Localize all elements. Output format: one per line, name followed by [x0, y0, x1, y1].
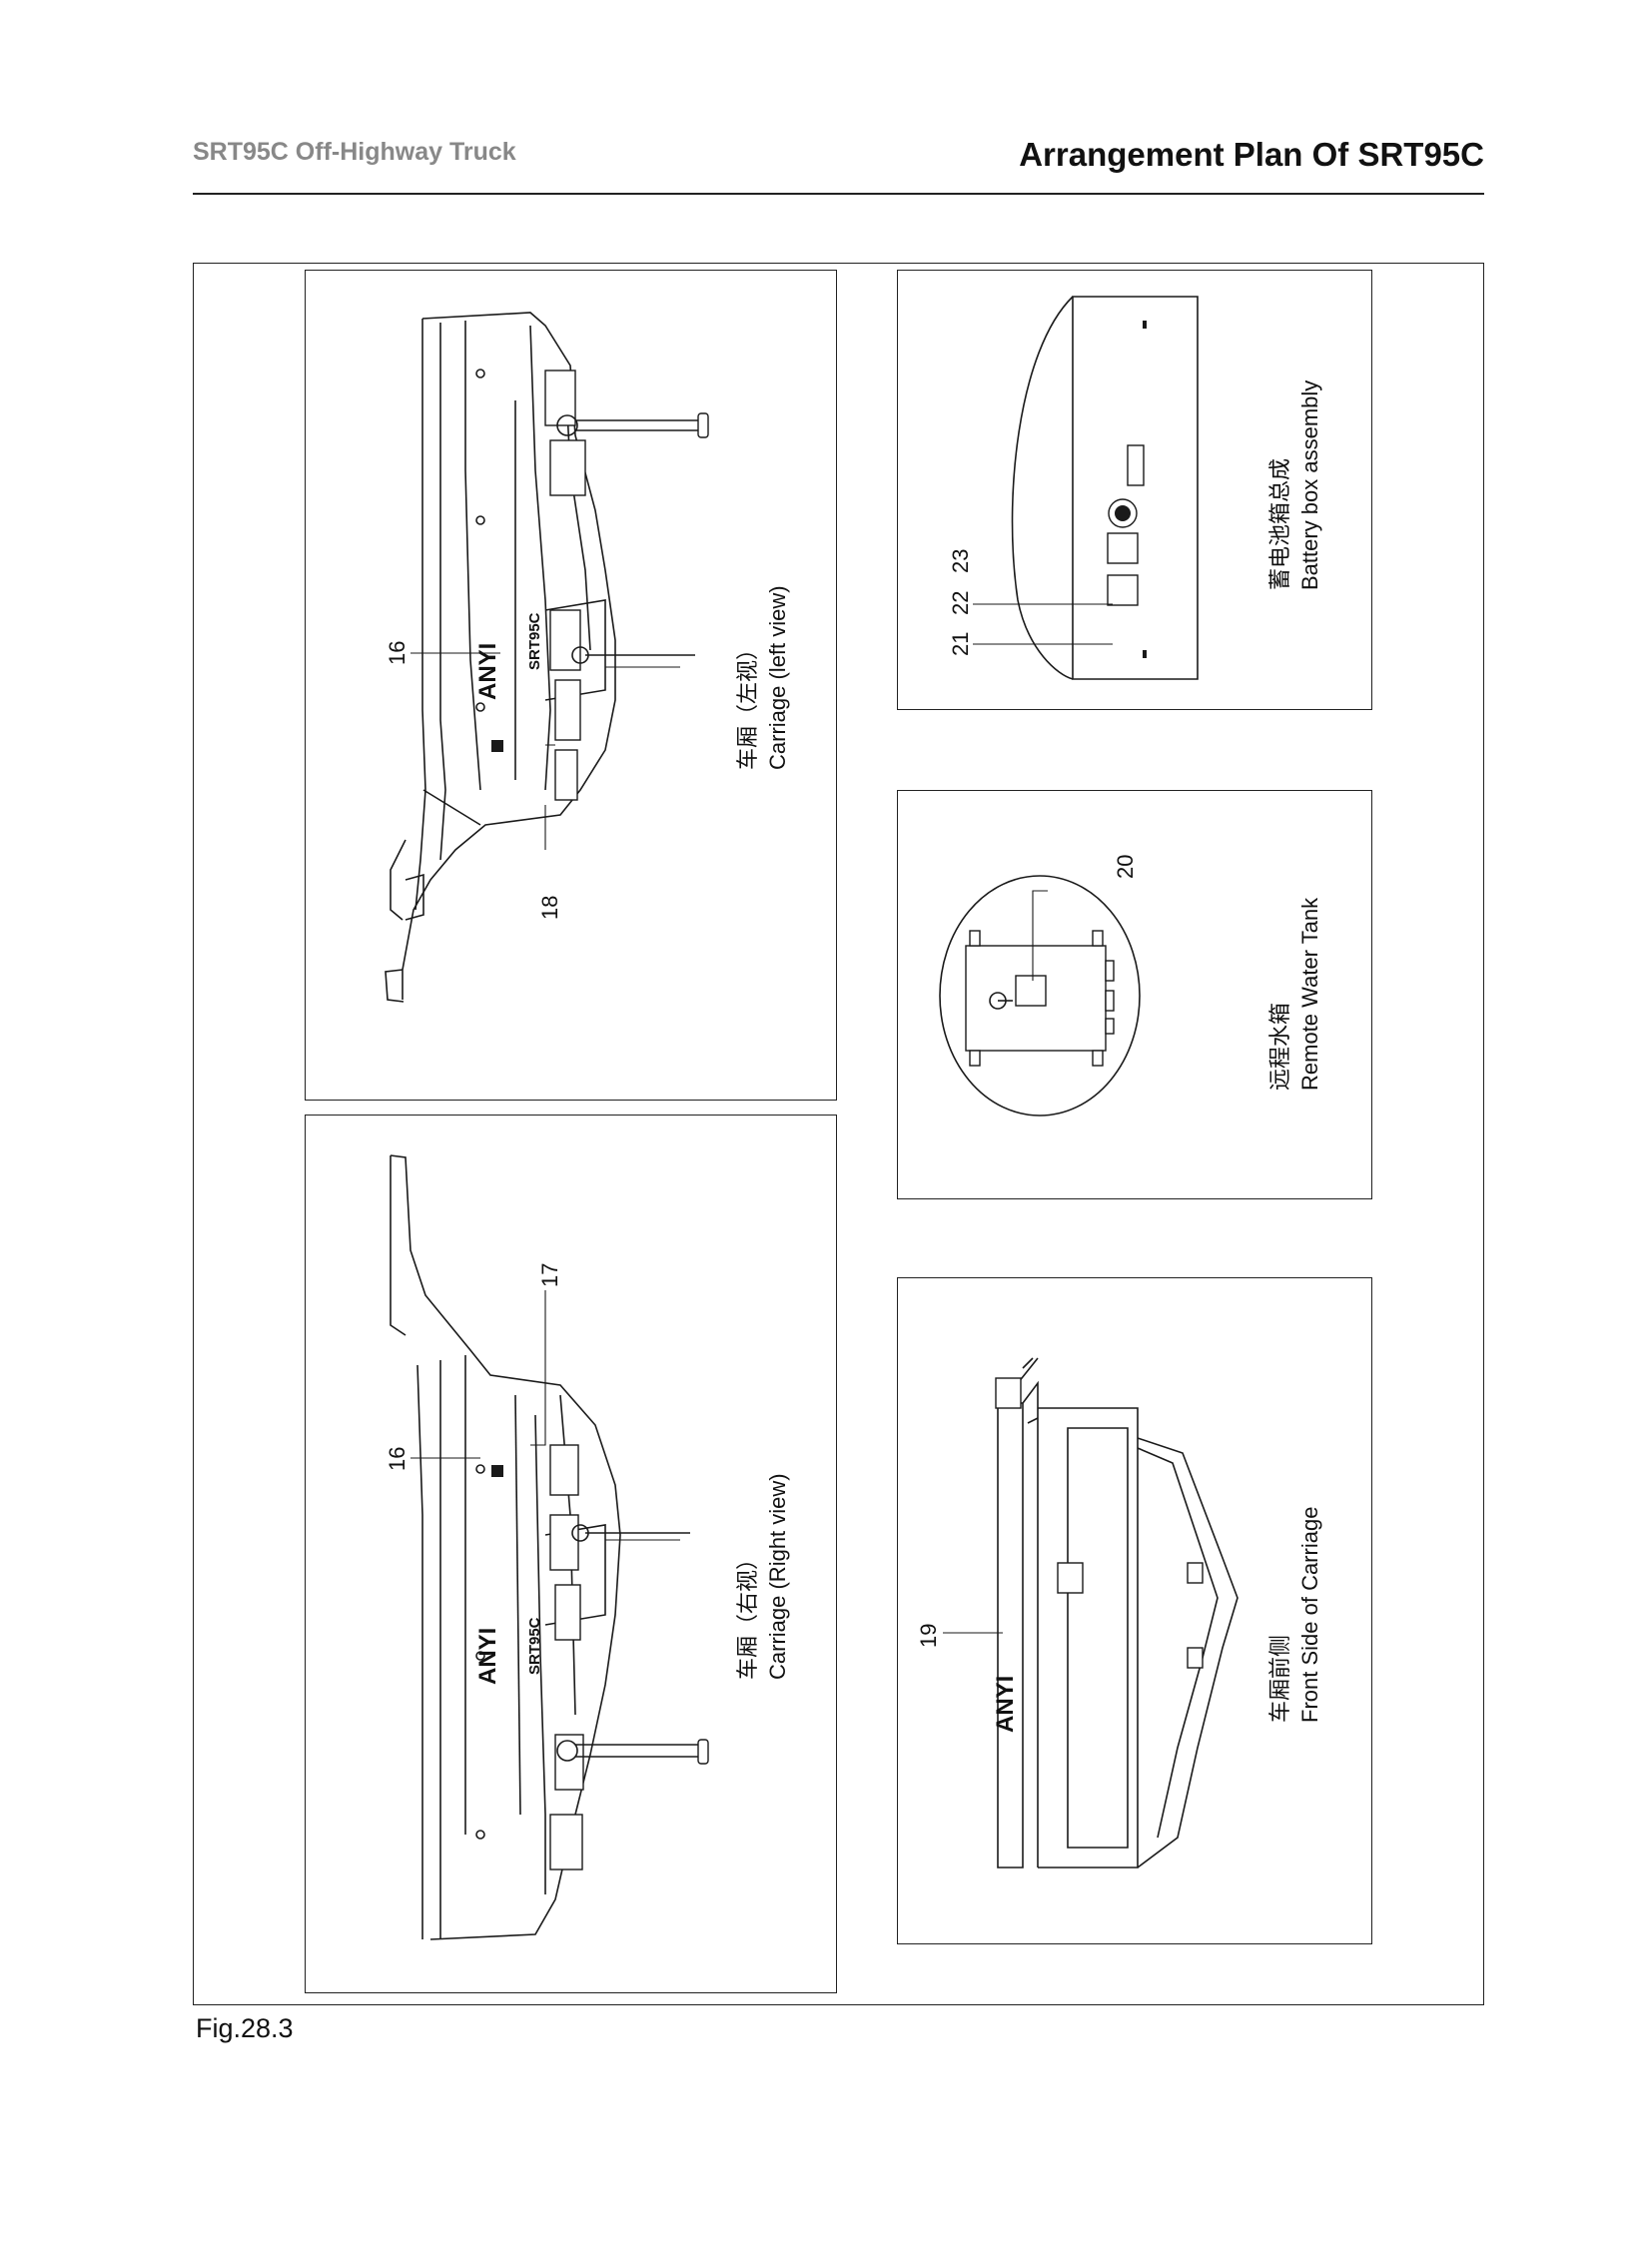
battery-box-body — [1011, 296, 1199, 680]
caption-zh: 车厢（右视） — [736, 1548, 761, 1680]
caption-zh: 车厢前侧 — [1268, 1635, 1293, 1723]
anyi-logo: ANYI — [474, 1628, 501, 1685]
callout-16: 16 — [385, 641, 410, 665]
figure-label: Fig.28.3 — [196, 2013, 294, 2043]
model-text: SRT95C — [526, 1617, 543, 1675]
terminal-22 — [1107, 574, 1139, 606]
logo-text: ANYI — [474, 643, 501, 700]
carriage-body — [390, 1154, 709, 1940]
water-tank-drawing: 20 远程水箱 Remote Water Tank — [939, 855, 1322, 1117]
caption-en: Remote Water Tank — [1297, 897, 1322, 1091]
model-badge: SRT95C — [526, 1617, 543, 1675]
document-title: Arrangement Plan Of SRT95C — [1019, 136, 1484, 173]
sany-emblem-icon — [491, 1465, 503, 1477]
header-rule — [193, 193, 1484, 195]
logo-text: ANYI — [474, 1628, 501, 1685]
model-badge: SRT95C — [526, 612, 543, 670]
front-side-body — [995, 1357, 1239, 1868]
sany-emblem-icon — [491, 740, 503, 752]
caption-carriage-right: 车厢（右视） Carriage (Right view) — [736, 1473, 790, 1680]
callout-17: 17 — [537, 1263, 562, 1287]
caption-zh: 远程水箱 — [1268, 1003, 1293, 1091]
caption-en: Battery box assembly — [1297, 380, 1322, 590]
carriage-body — [385, 312, 709, 1003]
panel-front-side-carriage: ANYI 19 车厢前侧 Front Side of Carriage — [897, 1277, 1372, 1944]
caption-carriage-left: 车厢（左视） Carriage (left view) — [736, 585, 790, 770]
logo-text: ANYI — [992, 1676, 1019, 1733]
panel-carriage-right-view: ANYI SRT95C 16 17 车厢（右视） Carriage (Right… — [305, 1115, 837, 1993]
front-side-drawing: ANYI 19 车厢前侧 Front Side of Carriage — [916, 1357, 1322, 1868]
battery-box-drawing: 21 22 23 蓄电池箱总成 Battery box assembly — [948, 296, 1322, 680]
document-subtitle: SRT95C Off-Highway Truck — [193, 138, 516, 166]
panel-carriage-left-view: ANYI SRT95C 16 18 车厢（左视） Carriage (left … — [305, 270, 837, 1101]
caption-en: Carriage (left view) — [765, 585, 790, 770]
model-text: SRT95C — [526, 612, 543, 670]
caption-zh: 蓄电池箱总成 — [1268, 458, 1293, 590]
caption-battery-box: 蓄电池箱总成 Battery box assembly — [1268, 380, 1322, 590]
callout-23: 23 — [948, 549, 973, 573]
anyi-logo: ANYI — [474, 643, 501, 700]
callout-19: 19 — [916, 1624, 941, 1648]
callout-21: 21 — [948, 632, 973, 656]
caption-en: Front Side of Carriage — [1297, 1507, 1322, 1723]
callout-16: 16 — [385, 1447, 410, 1471]
carriage-left-view-drawing: ANYI SRT95C 16 18 车厢（左视） Carriage (left … — [385, 312, 790, 1003]
callout-18: 18 — [537, 896, 562, 920]
caption-front-side: 车厢前侧 Front Side of Carriage — [1268, 1507, 1322, 1723]
caption-water-tank: 远程水箱 Remote Water Tank — [1268, 897, 1322, 1091]
callout-20: 20 — [1113, 855, 1138, 879]
carriage-right-view-drawing: ANYI SRT95C 16 17 车厢（右视） Carriage (Right… — [385, 1154, 790, 1940]
callout-22: 22 — [948, 591, 973, 615]
anyi-logo: ANYI — [992, 1676, 1019, 1733]
figure-frame: ANYI SRT95C 16 18 车厢（左视） Carriage (left … — [193, 263, 1484, 2005]
panel-remote-water-tank: 20 远程水箱 Remote Water Tank — [897, 790, 1372, 1199]
panel-battery-box: 21 22 23 蓄电池箱总成 Battery box assembly — [897, 270, 1372, 710]
caption-en: Carriage (Right view) — [765, 1473, 790, 1680]
terminal-21 — [1107, 532, 1139, 564]
water-tank-cap — [1015, 975, 1047, 1007]
caption-zh: 车厢（左视） — [736, 638, 761, 770]
